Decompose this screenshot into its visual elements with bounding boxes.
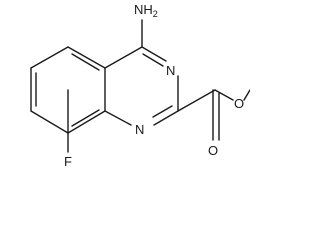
bond-ester-o [214, 89, 234, 101]
bond-o-methyl [243, 89, 250, 101]
bond-c4-n3 [141, 46, 167, 62]
fluoro-label: F [64, 154, 72, 169]
ring-n-top-label: N [166, 63, 175, 78]
bond-n1-c8a [104, 110, 132, 126]
double-bond-inner-3 [71, 109, 100, 127]
bond-c4a-c5 [30, 46, 69, 69]
bond-c2-carbonyl [177, 89, 216, 112]
benzene-ring [30, 46, 106, 134]
carbonyl-o-label: O [208, 143, 218, 158]
ester-o-label: O [234, 96, 244, 111]
bond-c4a-c4 [104, 46, 143, 69]
quinazoline-structure-diagram: NH2 N N F O O [30, 2, 250, 169]
bond-c4-n3-double [142, 53, 164, 67]
substituent-bonds [67, 19, 250, 153]
bond-c2-n1 [153, 110, 179, 126]
atom-labels: NH2 N N F O O [64, 2, 244, 169]
pyrimidine-ring [104, 46, 179, 126]
bond-c4a-c5-top [67, 46, 106, 69]
bond-c2-n1-double [152, 105, 173, 118]
ring-n-bottom-label: N [135, 122, 144, 137]
bond-c6-c7 [30, 110, 69, 134]
bond-c8-c8a [67, 110, 106, 134]
double-bond-inner-2 [71, 53, 100, 71]
amino-label: NH2 [134, 2, 158, 19]
